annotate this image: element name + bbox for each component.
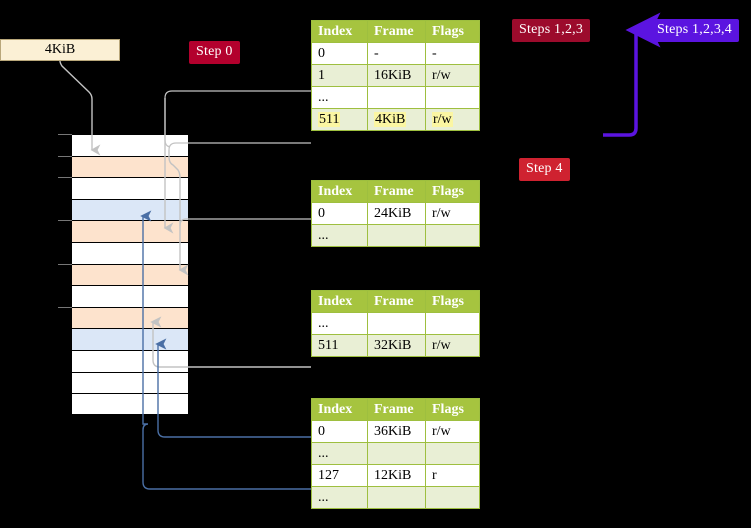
table-cell: 12KiB <box>367 464 426 487</box>
table-cell: 511 <box>311 108 368 131</box>
column-header-frame: Frame <box>367 290 426 313</box>
table-cell <box>425 86 480 109</box>
wire-table2-row0-to-memory <box>179 218 311 227</box>
column-header-flags: Flags <box>425 290 480 313</box>
table-cell: r/w <box>425 202 480 225</box>
wire-table1-row511-to-memory <box>168 142 311 151</box>
column-header-flags: Flags <box>425 20 480 43</box>
highlight-text: r/w <box>432 111 453 127</box>
frame-size-label: 4KiB <box>44 42 76 57</box>
table-cell <box>367 442 426 465</box>
table-cell <box>367 486 426 509</box>
table-cell: r/w <box>425 334 480 357</box>
memory-frame-row <box>71 285 189 307</box>
table-cell: 511 <box>311 334 368 357</box>
table-cell <box>367 86 426 109</box>
highlight-text: 511 <box>318 111 341 127</box>
table-row: ... <box>311 312 480 335</box>
memory-tick <box>58 177 72 179</box>
column-header-index: Index <box>311 398 368 421</box>
table-cell: 36KiB <box>367 420 426 443</box>
table-row: ... <box>311 486 480 509</box>
column-header-index: Index <box>311 290 368 313</box>
table-row: 511 4KiB r/w <box>311 108 480 131</box>
table-row: ... <box>311 86 480 109</box>
table-cell: 24KiB <box>367 202 426 225</box>
badge-steps-1-2-3: Steps 1,2,3 <box>512 19 591 42</box>
table-cell: - <box>425 42 480 65</box>
table-cell: ... <box>311 312 368 335</box>
column-header-frame: Frame <box>367 20 426 43</box>
column-header-index: Index <box>311 180 368 203</box>
table-row: ... <box>311 224 480 247</box>
table-cell: ... <box>311 486 368 509</box>
table-cell <box>367 312 426 335</box>
table-cell: ... <box>311 224 368 247</box>
table-cell <box>425 224 480 247</box>
table-cell: 16KiB <box>367 64 426 87</box>
frame-size-box: 4KiB <box>0 39 120 61</box>
memory-frame-row <box>71 155 189 178</box>
table-cell: ... <box>311 442 368 465</box>
table-cell: ... <box>311 86 368 109</box>
table-cell: 32KiB <box>367 334 426 357</box>
memory-frame-row <box>71 393 189 415</box>
memory-frame-row <box>71 350 189 372</box>
memory-tick <box>58 306 72 308</box>
table-cell: 0 <box>311 202 368 225</box>
highlight-text: 4KiB <box>374 111 407 127</box>
memory-frame-row <box>71 328 189 350</box>
column-header-index: Index <box>311 20 368 43</box>
table-cell: 0 <box>311 420 368 443</box>
memory-frame-row <box>71 371 189 394</box>
memory-tick <box>58 155 72 157</box>
column-header-frame: Frame <box>367 398 426 421</box>
memory-tick <box>58 220 72 222</box>
table-cell <box>425 442 480 465</box>
memory-frame-row <box>71 306 189 329</box>
badge-steps-1-2-3-4: Steps 1,2,3,4 <box>650 19 739 42</box>
table-cell <box>367 224 426 247</box>
memory-frame-row <box>71 263 189 286</box>
badge-step-4: Step 4 <box>519 158 570 181</box>
table-cell: r/w <box>425 420 480 443</box>
memory-tick <box>58 134 72 135</box>
column-header-flags: Flags <box>425 398 480 421</box>
memory-frame-row <box>71 177 189 199</box>
table-cell: - <box>367 42 426 65</box>
table-cell: r/w <box>425 64 480 87</box>
wire-steps-loop-arrow <box>603 12 661 137</box>
table-row: ... <box>311 442 480 465</box>
column-header-flags: Flags <box>425 180 480 203</box>
table-cell: r/w <box>425 108 480 131</box>
table-cell: 127 <box>311 464 368 487</box>
badge-step-0: Step 0 <box>189 41 240 64</box>
memory-frame-row <box>71 220 189 242</box>
memory-frame-row <box>71 134 189 156</box>
memory-frame-row <box>71 198 189 221</box>
table-cell: 0 <box>311 42 368 65</box>
memory-frame-row <box>71 242 189 264</box>
table-cell: r <box>425 464 480 487</box>
table-cell <box>425 486 480 509</box>
physical-memory-column <box>71 134 189 415</box>
memory-tick <box>58 263 72 265</box>
table-cell: 4KiB <box>367 108 426 131</box>
table-cell: 1 <box>311 64 368 87</box>
table-cell <box>425 312 480 335</box>
column-header-frame: Frame <box>367 180 426 203</box>
table-row: 0-- <box>311 42 480 65</box>
